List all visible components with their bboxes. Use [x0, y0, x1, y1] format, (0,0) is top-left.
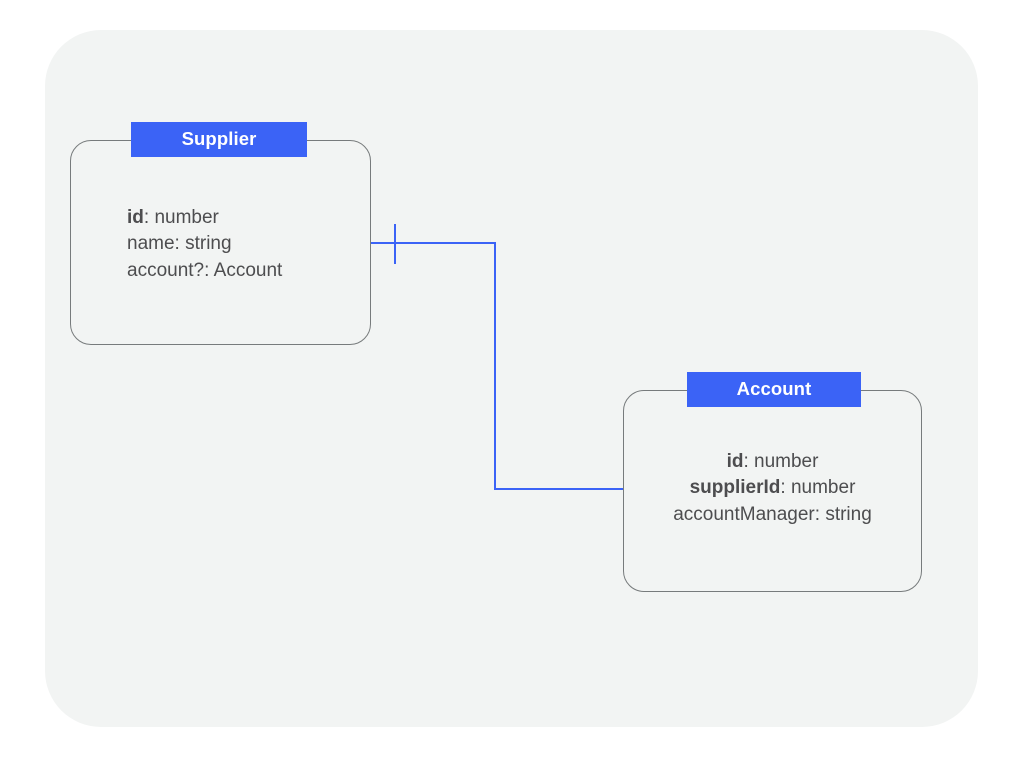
field-type: string: [825, 503, 872, 525]
field-name: name: [127, 233, 175, 255]
field-type: Account: [213, 259, 283, 281]
field-row: id: number: [127, 207, 219, 228]
entity-title-supplier[interactable]: Supplier: [131, 122, 307, 157]
entity-fields-account: id: number supplierId: number accountMan…: [623, 449, 922, 528]
field-row: supplierId: number: [689, 477, 856, 499]
field-name: id: [127, 207, 144, 228]
field-name: account?: [127, 259, 205, 281]
field-row: account?: Account: [127, 259, 283, 281]
field-row: name: string: [127, 233, 232, 255]
field-row: id: number: [726, 451, 819, 472]
field-type: number: [790, 477, 856, 499]
field-name: id: [726, 451, 744, 472]
entity-fields-supplier: id: number name: string account?: Accoun…: [127, 205, 282, 284]
field-type: number: [754, 451, 819, 472]
field-name: accountManager: [673, 503, 815, 525]
field-type: number: [154, 207, 219, 228]
field-name: supplierId: [689, 477, 781, 499]
field-type: string: [185, 233, 232, 255]
field-row: accountManager: string: [673, 503, 872, 525]
entity-title-account[interactable]: Account: [687, 372, 861, 407]
